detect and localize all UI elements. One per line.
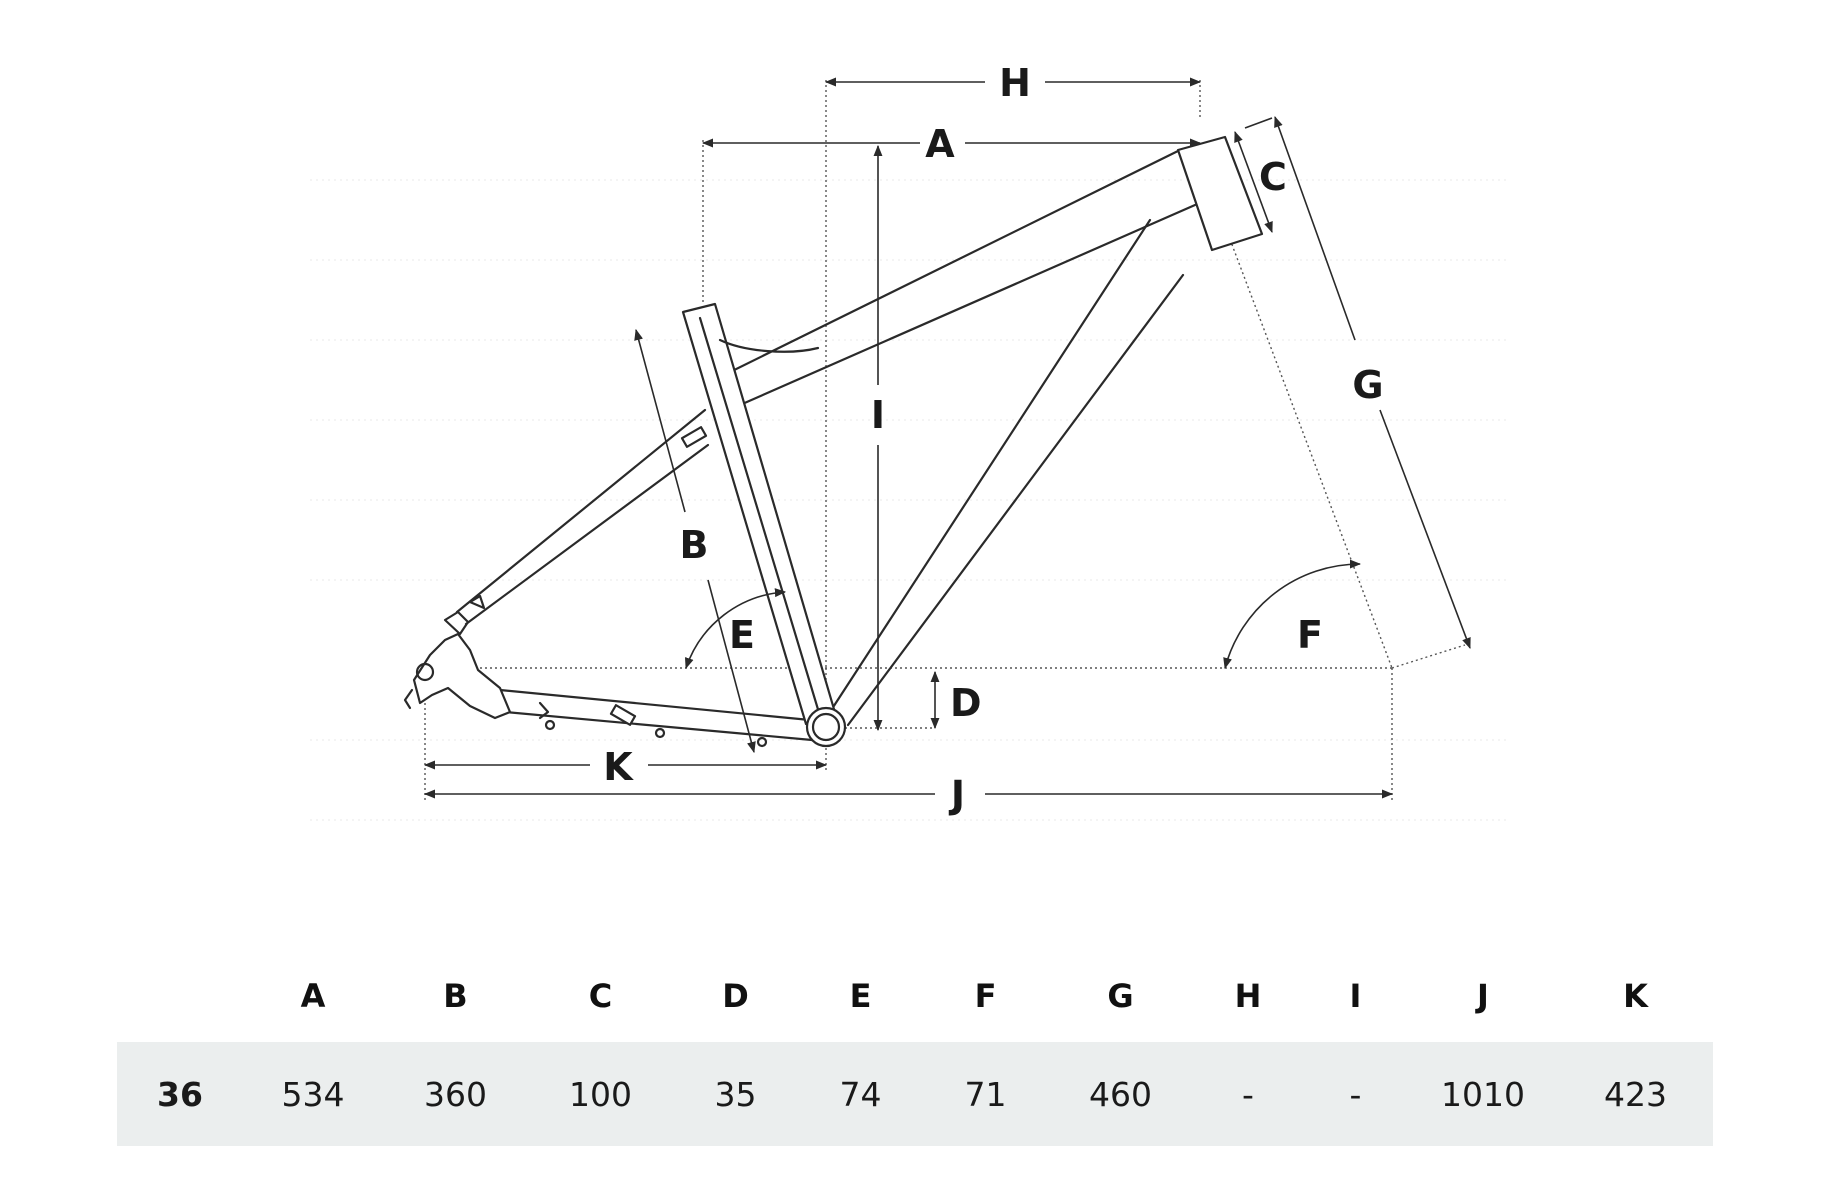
label-E: E [729, 613, 755, 657]
bike-frame [403, 135, 1264, 748]
label-F: F [1297, 613, 1323, 657]
label-H: H [999, 61, 1031, 105]
label-D: D [950, 681, 982, 725]
table-cell: - [1303, 1042, 1408, 1146]
table-cell: 534 [243, 1042, 383, 1146]
label-A: A [925, 122, 955, 166]
table-header-row: A B C D E F G H I J K [117, 950, 1713, 1042]
column-header: A [300, 977, 326, 1015]
label-G: G [1352, 363, 1383, 407]
size-cell: 36 [117, 1042, 243, 1146]
table-cell: 35 [673, 1042, 798, 1146]
label-J: J [948, 773, 965, 817]
table-cell: 74 [798, 1042, 923, 1146]
label-C: C [1259, 155, 1287, 199]
column-header: B [443, 977, 468, 1015]
table-cell: - [1193, 1042, 1303, 1146]
column-header: K [1623, 977, 1648, 1015]
bike-frame-geometry-diagram: H A C G I B E F D K J [310, 61, 1510, 821]
column-header: G [1107, 977, 1134, 1015]
dimension-lines [423, 77, 1471, 799]
column-header: J [1477, 977, 1489, 1015]
column-header [117, 950, 243, 1042]
table-cell: 100 [528, 1042, 673, 1146]
reference-lines [424, 80, 1466, 800]
geometry-table: A B C D E F G H I J K 36 534 360 100 35 … [117, 950, 1713, 1146]
column-header: I [1349, 977, 1362, 1015]
label-I: I [871, 393, 885, 437]
table-cell: 71 [923, 1042, 1048, 1146]
table-cell: 423 [1558, 1042, 1713, 1146]
label-K: K [603, 745, 634, 789]
column-header: F [974, 977, 997, 1015]
table-row: 36 534 360 100 35 74 71 460 - - 1010 423 [117, 1042, 1713, 1146]
table-cell: 360 [383, 1042, 528, 1146]
column-header: D [722, 977, 749, 1015]
dimension-labels: H A C G I B E F D K J [603, 61, 1383, 817]
column-header: E [849, 977, 872, 1015]
background-grid [310, 179, 1510, 821]
column-header: H [1234, 977, 1262, 1015]
table-cell: 460 [1048, 1042, 1193, 1146]
column-header: C [588, 977, 613, 1015]
label-B: B [680, 523, 709, 567]
table-cell: 1010 [1408, 1042, 1558, 1146]
